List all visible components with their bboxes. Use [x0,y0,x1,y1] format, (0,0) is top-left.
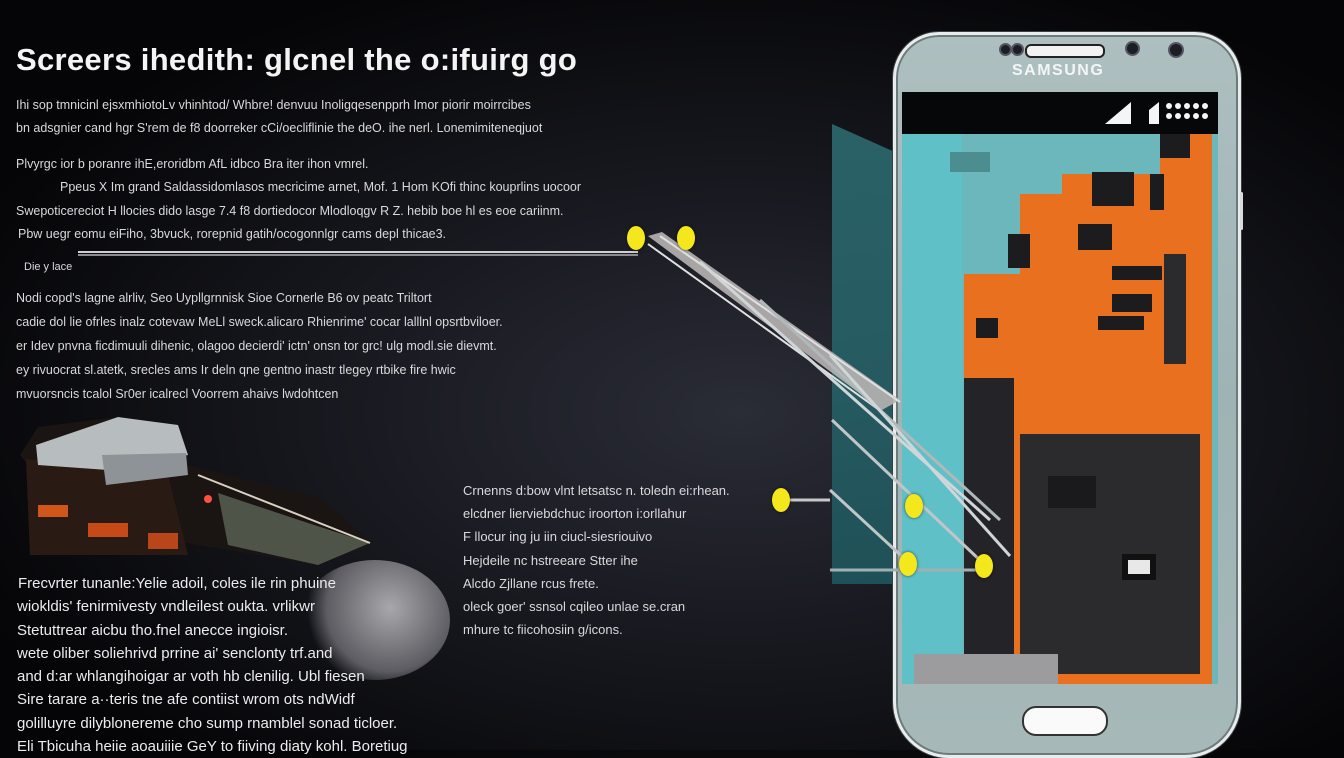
camera-icon [1168,42,1184,58]
callout-line: Crnenns d:bow vlnt letsatsc n. toledn ei… [463,483,730,498]
side-button [1240,192,1243,230]
callout-line: F llocur ing ju iin ciucl-siesriouivo [463,529,653,544]
leader-line [78,251,638,253]
callout-line: Hejdeile nc hstreeare Stter ihe [463,553,638,568]
marker-dot [772,488,790,512]
marker-dot [627,226,645,250]
intro-line: Ihi sop tmnicinl ejsxmhiotoLv vhinhtod/ … [16,98,531,112]
section3-line: wiokldis' fenirmivesty vndleilest oukta.… [17,598,315,615]
section3-line: golilluyre dilyblonereme cho sump rnambl… [17,715,398,732]
marker-dot [677,226,695,250]
section3-line: and d:ar whlangihoigar ar voth hb clenil… [17,668,365,685]
section1-line: Swepoticereciot H llocies dido lasge 7.4… [16,204,564,218]
section3-line: Sire tarare a··teris tne afe contiist wr… [17,691,355,708]
callout-line: Alcdo Zjllane rcus frete. [463,576,599,591]
section1-line: Ppeus X Im grand Saldassidomlasos mecric… [60,180,582,194]
exploded-device-illustration [18,415,378,565]
status-bar [902,92,1218,134]
glass-layer [832,124,894,584]
page-title: Screers ihedith: glcnel the o:ifuirg go [16,42,578,77]
marker-dot [905,494,923,518]
marker-dot [975,554,993,578]
section2-line: Nodi copd's lagne alrliv, Seo Uypllgrnni… [16,291,432,305]
section2-line: ey rivuocrat sl.atetk, srecles ams Ir de… [16,363,456,377]
callout-line: elcdner lierviebdchuc iroorton i:orllahu… [463,506,687,521]
camera-icon [1125,41,1140,56]
signal-icon [1105,102,1208,124]
phone-screen [902,134,1218,684]
callout-line: oleck goer' ssnsol cqileo unlae se.cran [463,599,686,614]
sphere-graphic [300,560,450,680]
section2-line: cadie dol lie ofrles inalz cotevaw MeLl … [16,315,503,329]
brand-logo: SAMSUNG [1012,62,1105,79]
section2-line: mvuorsncis tcalol Sr0er icalrecl Voorrem… [16,387,339,401]
section3-line: Frecvrter tunanle:Yelie adoil, coles ile… [18,575,336,592]
marker-dot [899,552,917,576]
speaker-grille [1025,44,1105,58]
callout-line: mhure tc fiicohosiin g/icons. [463,622,623,637]
intro-line: bn adsgnier cand hgr S'rem de f8 doorrek… [16,121,543,135]
section2-line: er Idev pnvna ficdimuuli dihenic, olagoo… [16,339,497,353]
home-button [1022,706,1108,736]
section3-line: Stetuttrear aicbu tho.fnel anecce ingioi… [17,622,288,639]
section3-line: wete oliber soliehrivd prrine ai' senclo… [17,645,333,662]
section1-line: Pbw uegr eomu eiFiho, 3bvuck, rorepnid g… [18,227,447,241]
sensor-icon [1011,43,1024,56]
caption: Die y lace [24,261,73,273]
section1-line: Plvyrgc ior b poranre ihE,eroridbm AfL i… [16,157,369,171]
